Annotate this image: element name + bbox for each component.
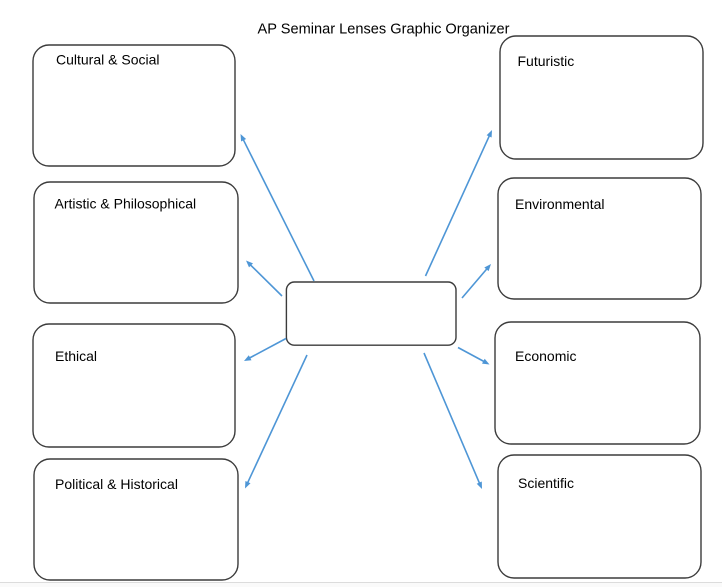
svg-text:Artistic & Philosophical: Artistic & Philosophical [55,196,197,212]
svg-text:Futuristic: Futuristic [518,53,575,69]
svg-text:Political & Historical: Political & Historical [55,476,178,492]
svg-text:Scientific: Scientific [518,475,574,491]
svg-text:AP Seminar Lenses Graphic Orga: AP Seminar Lenses Graphic Organizer [258,22,510,38]
svg-text:Cultural & Social: Cultural & Social [56,52,160,68]
svg-text:Environmental: Environmental [515,196,605,212]
svg-text:Economic: Economic [515,348,576,364]
svg-text:Ethical: Ethical [55,348,97,364]
